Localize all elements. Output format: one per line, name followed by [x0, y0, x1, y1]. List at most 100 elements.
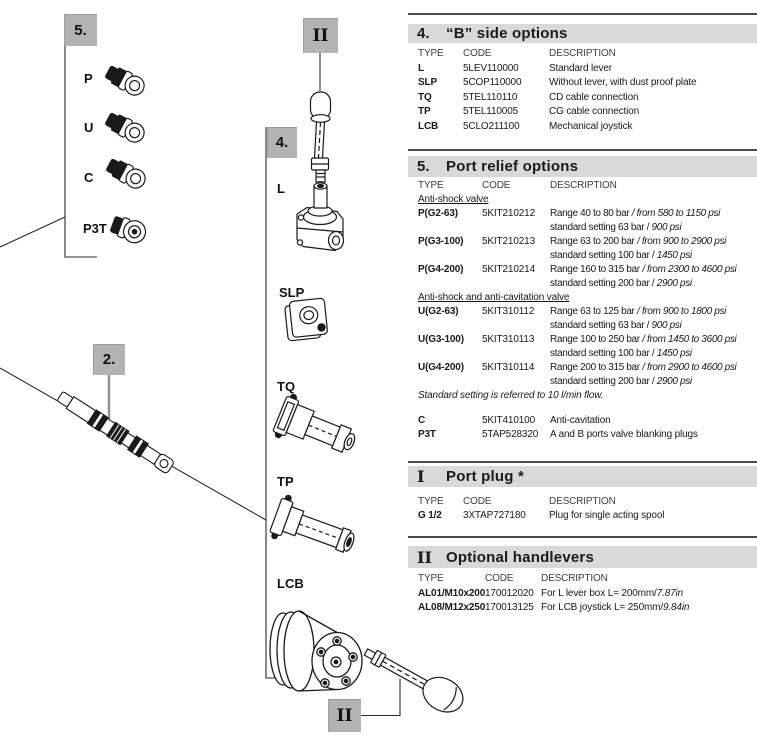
divider-rule — [408, 536, 757, 538]
desc-italic: 1450 psi — [656, 250, 692, 261]
code-cell: 5TEL110110 — [463, 91, 518, 103]
code-cell: 5KIT210214 — [482, 264, 535, 275]
callout-2-label: 2. — [102, 351, 116, 368]
table-row: AL08/M12x250 170013125 For LCB joystick … — [418, 601, 757, 616]
desc-normal: Range 63 to 125 bar — [550, 306, 637, 317]
description-cell: Range 40 to 80 bar / from 580 to 1150 ps… — [550, 207, 757, 235]
type-cell: P3T — [418, 429, 436, 440]
desc-normal: Range 100 to 250 bar — [550, 334, 643, 345]
col-code: CODE — [463, 496, 492, 507]
callout-roman2-top-label: II — [312, 25, 329, 46]
table-row: U(G2-63) 5KIT310112 Range 63 to 125 bar … — [418, 305, 757, 333]
table-row: L 5LEV110000 Standard lever — [418, 62, 757, 77]
table-header-row: TYPE CODE DESCRIPTION — [418, 572, 757, 587]
group-label: Anti-shock and anti-cavitation valve — [418, 292, 570, 303]
valve-p3t-drawing — [110, 216, 147, 244]
type-cell: AL01/M10x200 — [418, 587, 486, 599]
group-label: Anti-shock valve — [418, 194, 489, 205]
col-type: TYPE — [418, 48, 444, 59]
description-cell: Range 63 to 200 bar / from 900 to 2900 p… — [550, 235, 757, 263]
section-number: I — [417, 467, 425, 486]
desc-normal: Range 40 to 80 bar — [550, 208, 632, 219]
table-row: P(G3-100) 5KIT210213 Range 63 to 200 bar… — [418, 235, 757, 263]
code-cell: 5COP110000 — [463, 77, 522, 88]
section-title: “B” side options — [446, 25, 568, 42]
valve-p-drawing — [103, 62, 149, 100]
section-title: Port plug * — [446, 468, 525, 485]
spool-drawing — [57, 391, 174, 474]
desc-normal: standard setting 200 bar / — [550, 376, 657, 387]
table-row: P(G2-63) 5KIT210212 Range 40 to 80 bar /… — [418, 207, 757, 235]
description-cell: Plug for single acting spool — [549, 510, 665, 521]
divider-rule — [408, 461, 757, 463]
callout-roman2-bottom: II — [328, 699, 361, 732]
type-cell: G 1/2 — [418, 510, 442, 521]
leader-lines — [0, 46, 401, 717]
handlevers-table: TYPE CODE DESCRIPTION AL01/M10x200 17001… — [418, 572, 757, 616]
desc-normal: Range 63 to 200 bar — [550, 236, 637, 247]
desc-normal: Range 160 to 315 bar — [550, 264, 643, 275]
description-cell: CD cable connection — [549, 91, 639, 103]
desc-normal: standard setting 100 bar / — [550, 348, 657, 359]
col-type: TYPE — [418, 573, 444, 584]
code-cell: 170013125 — [485, 602, 534, 613]
col-type: TYPE — [418, 180, 444, 191]
desc-italic: 1450 psi — [656, 348, 692, 359]
table-header-row: TYPE CODE DESCRIPTION — [418, 495, 757, 509]
type-cell: C — [418, 415, 426, 426]
part-label-c: C — [84, 170, 94, 185]
table-header-row: TYPE CODE DESCRIPTION — [418, 47, 757, 62]
table-row: LCB 5CLO211100 Mechanical joystick — [418, 120, 757, 135]
spacer — [418, 403, 757, 414]
section-number: 5. — [417, 158, 430, 175]
col-description: DESCRIPTION — [549, 496, 616, 507]
handle-top-drawing — [309, 91, 332, 187]
code-cell: 5KIT310112 — [482, 306, 535, 317]
description-cell: Range 100 to 250 bar / from 1450 to 3600… — [550, 333, 757, 361]
type-cell: U(G3-100) — [418, 334, 464, 345]
type-cell: P(G2-63) — [418, 208, 458, 219]
desc-italic: / from 1450 to 3600 psi — [642, 334, 737, 345]
section-header-port-relief: 5. Port relief options — [408, 156, 757, 177]
type-cell: U(G2-63) — [418, 306, 459, 317]
part-label-lcb: LCB — [277, 576, 304, 591]
description-cell: CG cable connection — [549, 106, 639, 117]
lcb-joystick-drawing — [269, 610, 363, 692]
valve-u-drawing — [103, 109, 149, 147]
col-description: DESCRIPTION — [549, 48, 616, 59]
section-header-port-plug: I Port plug * — [408, 466, 757, 487]
callout-5-label: 5. — [74, 21, 87, 39]
col-code: CODE — [463, 48, 492, 59]
col-description: DESCRIPTION — [541, 573, 608, 584]
desc-normal: standard setting 200 bar / — [550, 278, 657, 289]
section-header-b-side: 4. “B” side options — [408, 24, 757, 43]
tp-drawing — [269, 494, 355, 553]
desc-italic: / from 2900 to 4600 psi — [642, 362, 737, 373]
code-cell: 5LEV110000 — [463, 62, 519, 74]
slp-plate-drawing — [284, 297, 328, 342]
callout-4-label: 4. — [275, 134, 289, 151]
desc-italic: 900 psi — [651, 320, 682, 331]
type-cell: AL08/M12x250 — [418, 602, 486, 613]
port-relief-table: TYPE CODE DESCRIPTION Anti-shock valve P… — [418, 179, 757, 442]
table-header-row: TYPE CODE DESCRIPTION — [418, 179, 757, 193]
callout-roman2-top: II — [303, 18, 338, 53]
section-number: II — [417, 547, 432, 567]
handlever-bottom-drawing — [363, 648, 464, 713]
callout-2: 2. — [93, 344, 125, 375]
part-label-p: P — [84, 71, 93, 86]
port-plug-table: TYPE CODE DESCRIPTION G 1/2 3XTAP727180 … — [418, 495, 757, 523]
desc-normal: standard setting 63 bar / — [550, 320, 652, 331]
description-cell: For L lever box L= 200mm/7.87in — [541, 587, 757, 602]
desc-normal: standard setting 100 bar / — [550, 250, 657, 261]
tq-drawing — [272, 393, 356, 453]
type-cell: LCB — [418, 120, 439, 132]
description-cell: Range 160 to 315 bar / from 2300 to 4600… — [550, 263, 757, 291]
type-cell: TQ — [418, 91, 432, 103]
type-cell: TP — [418, 106, 431, 117]
description-cell: Without lever, with dust proof plate — [549, 77, 697, 88]
desc-italic: 9.84in — [662, 602, 690, 613]
part-label-p3t: P3T — [83, 221, 107, 236]
